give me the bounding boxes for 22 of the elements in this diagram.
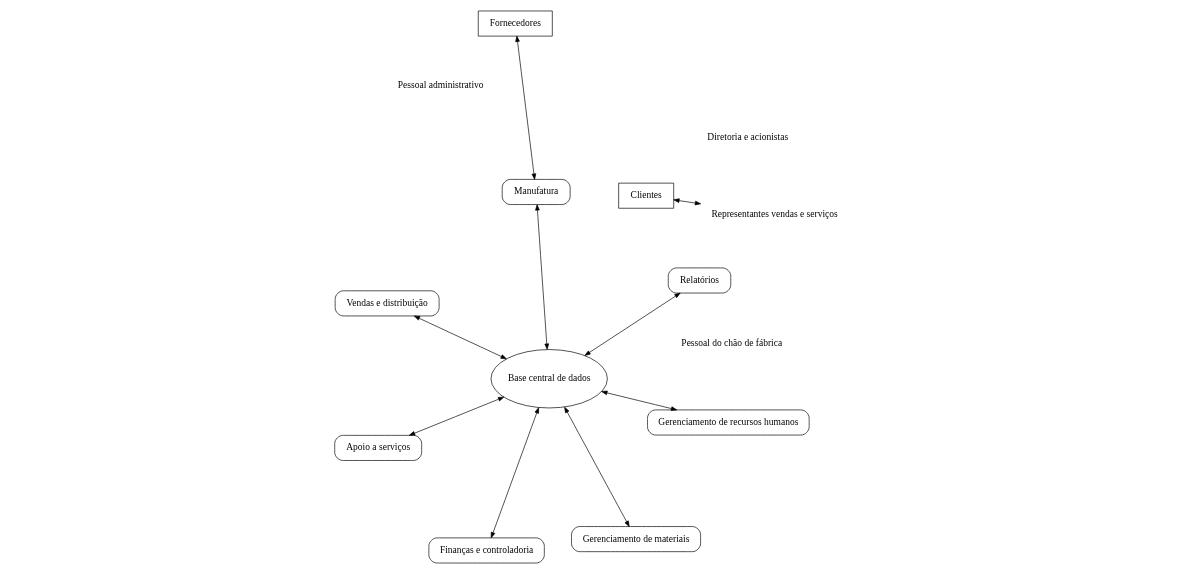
node-box: Finanças e controladoria bbox=[428, 537, 545, 564]
node-text: Representantes vendas e serviços bbox=[710, 209, 838, 220]
arrow bbox=[563, 406, 630, 527]
node-box: Manufatura bbox=[501, 179, 570, 205]
label: Pessoal do chão de fábrica bbox=[680, 338, 782, 349]
arrow bbox=[514, 35, 536, 180]
node-box: Gerenciamento de materiais bbox=[570, 526, 701, 552]
arrow bbox=[490, 407, 539, 539]
arrow bbox=[413, 315, 507, 360]
node-box: Clientes bbox=[617, 182, 674, 209]
node-box: Vendas e distribuição bbox=[334, 290, 439, 317]
arrow bbox=[584, 292, 680, 356]
arrow bbox=[534, 204, 549, 350]
arrow bbox=[408, 396, 504, 436]
arrow bbox=[600, 390, 677, 411]
label: Diretoria e acionistas bbox=[706, 131, 788, 142]
node-box: Relatórios bbox=[667, 267, 731, 294]
node-box: Fornecedores bbox=[477, 10, 553, 37]
arrow bbox=[672, 198, 701, 206]
node-box: Apoio a serviços bbox=[333, 435, 422, 461]
label: Pessoal administrativo bbox=[397, 80, 484, 91]
node-box: Gerenciamento de recursos humanos bbox=[646, 409, 809, 436]
